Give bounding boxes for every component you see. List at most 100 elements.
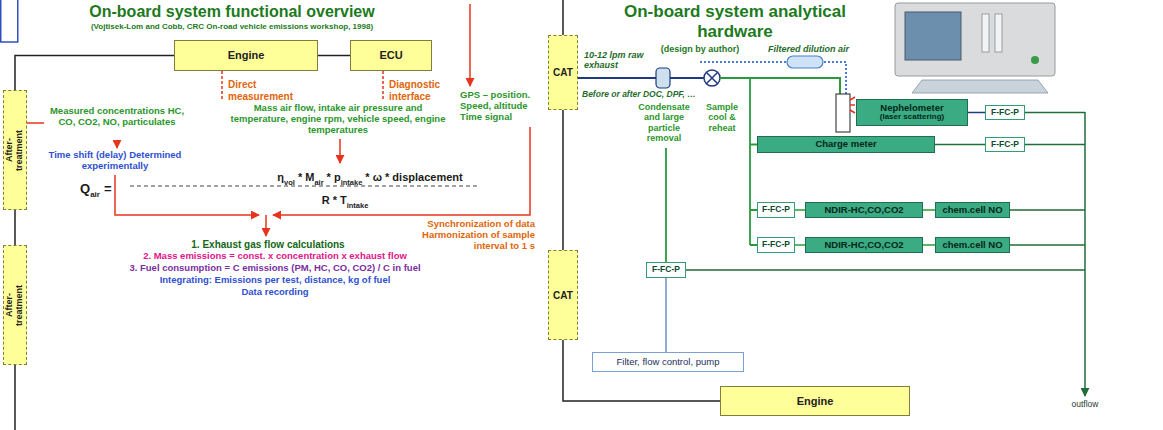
catalyst-box: CAT: [548, 250, 578, 340]
signal-label: Measured concentrations HC, CO, CO2, NO,…: [47, 106, 187, 128]
step-label: Integrating: Emissions per test, distanc…: [160, 275, 391, 286]
connector-line: [923, 209, 935, 211]
flowmeter: [982, 14, 989, 52]
panel-title: On-board system analytical hardware: [620, 2, 850, 41]
sample-line: [578, 77, 656, 79]
box-text: CAT: [553, 290, 573, 301]
flowmeter: [995, 14, 1002, 52]
connector-line: [935, 144, 985, 146]
laser-beam: [850, 97, 855, 113]
sample-line: [670, 77, 704, 79]
engine-box: Engine: [174, 40, 318, 71]
formula-row: ηvol* Mair* pintake* ω * displacement: [277, 166, 462, 187]
analyzer-box: chem.cell NO: [935, 202, 1010, 218]
corner-frame: [1, 0, 18, 42]
box-text: Engine: [228, 49, 265, 61]
box-text: NDIR-HC,CO,CO2: [824, 205, 903, 215]
exhaust-pipe: [14, 365, 16, 430]
dilution-line: [700, 62, 846, 94]
exhaust-pipe: [562, 0, 564, 35]
dashed-signal: [382, 71, 384, 100]
pump-box: F-FC-P: [757, 202, 795, 218]
dilution-probe: [836, 94, 850, 132]
outflow-arrow: [1084, 112, 1086, 396]
gps-arrow: [469, 4, 471, 86]
analyzer-box: chem.cell NO: [935, 237, 1010, 253]
box-text: After- treatment: [5, 120, 25, 180]
box-text: Engine: [797, 395, 834, 407]
formula-term: air: [90, 190, 100, 199]
instrument-screen: [905, 12, 961, 60]
part-label: Filtered dilution air: [768, 44, 849, 54]
box-text: Filter, flow control, pump: [617, 357, 720, 367]
flow-arrow: [273, 127, 530, 215]
box-text: F-FC-P: [991, 140, 1019, 149]
condensate-trap: [656, 68, 670, 88]
box-text: ECU: [379, 49, 402, 61]
formula-term: η: [277, 171, 284, 183]
step-label: 1. Exhaust gas flow calculations: [191, 239, 344, 251]
part-label: outflow: [1072, 400, 1099, 410]
fraction-bar: [130, 185, 478, 186]
connector-line: [562, 110, 564, 250]
aftertreatment-box: After- treatment: [3, 90, 27, 210]
pump-box: F-FC-P: [646, 262, 686, 278]
sample-line: [665, 148, 667, 262]
part-label: Sample cool & reheat: [699, 102, 745, 133]
dilution-filter: [787, 56, 823, 68]
step-label: Time shift (delay) Determined experiment…: [40, 150, 190, 172]
box-text: Nephelometer: [880, 103, 943, 113]
formula-row: Qair=: [80, 178, 112, 200]
outflow-line: [686, 113, 1085, 271]
connector-line: [968, 112, 985, 114]
box-text: After- treatment: [5, 275, 25, 335]
connector-line: [15, 56, 174, 91]
flow-arrow: [265, 215, 267, 236]
engine-box: Engine: [720, 386, 910, 416]
connector-line: [318, 55, 350, 57]
box-text: F-FC-P: [652, 265, 680, 274]
power-led: [1031, 56, 1039, 64]
step-label: Synchronization of data Harmonization of…: [400, 219, 535, 252]
analyzer-box: NDIR-HC,CO,CO2: [805, 237, 923, 253]
formula-term: intake: [347, 201, 369, 210]
analyzer-photo: [895, 3, 1055, 93]
analyzer-box: NDIR-HC,CO,CO2: [805, 202, 923, 218]
part-label: 10-12 lpm raw exhaust: [584, 50, 646, 71]
diagram-title: On-board system functional overview: [89, 3, 374, 21]
part-label: Before or after DOC, DPF, …: [582, 90, 696, 100]
formula-row: R * Tintake: [322, 189, 369, 210]
step-label: Data recording: [241, 287, 308, 298]
sample-branch: [750, 145, 757, 246]
signal-label: Mass air flow, intake air pressure and t…: [231, 103, 446, 136]
formula-term: =: [104, 181, 112, 196]
signal-label: Direct measurement: [228, 79, 308, 102]
box-text: F-FC-P: [991, 108, 1019, 117]
pump-box: F-FC-P: [757, 237, 795, 253]
connector-line: [795, 244, 805, 246]
cooler-cross: [707, 73, 718, 84]
callout-box: Filter, flow control, pump: [592, 352, 744, 372]
box-text: CAT: [553, 67, 573, 78]
signal-label: GPS – position. Speed, altitude Time sig…: [460, 90, 548, 123]
formula-term: intake: [341, 178, 363, 187]
formula-term: * ω * displacement: [365, 171, 462, 183]
step-label: 2. Mass emissions = const. x concentrati…: [143, 251, 407, 262]
instrument-case: [895, 3, 1055, 76]
citation: (Vojtisek-Lom and Cobb, CRC On-road vehi…: [91, 22, 373, 31]
analyzer-box: Charge meter: [757, 136, 935, 153]
flow-arrow: [339, 139, 341, 163]
sample-branch: [749, 78, 751, 245]
box-text: NDIR-HC,CO,CO2: [824, 240, 903, 250]
box-text: chem.cell NO: [942, 240, 1002, 250]
formula-term: vol: [284, 178, 295, 187]
formula-term: * p: [327, 171, 341, 183]
box-text: F-FC-P: [762, 205, 790, 214]
box-text: F-FC-P: [762, 240, 790, 249]
pump-box: F-FC-P: [985, 137, 1025, 152]
box-text: (laser scattering): [880, 113, 944, 122]
part-label: Condensate and large particle removal: [632, 102, 696, 143]
signal-label: Diagnostic interface: [389, 79, 459, 102]
sample-line: [720, 78, 840, 94]
